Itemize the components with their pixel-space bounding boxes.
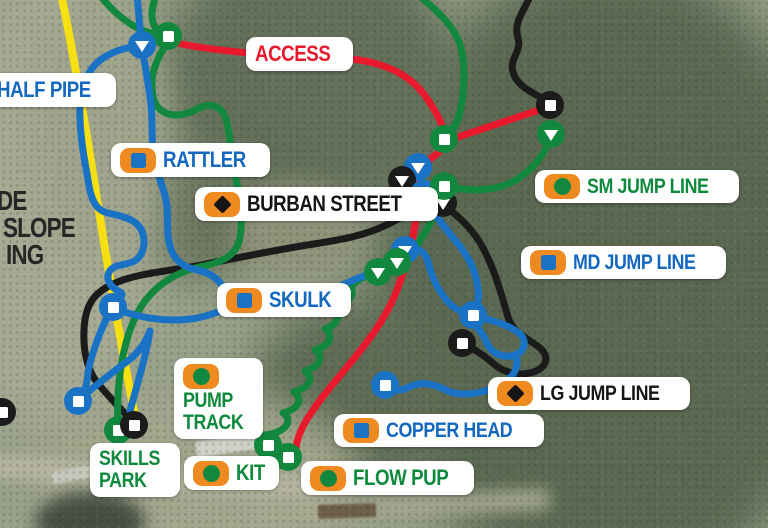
green-circle-glyph <box>319 469 337 487</box>
black-diamond-glyph <box>505 384 525 403</box>
black-diamond-difficulty-icon <box>204 191 240 217</box>
blue-square-difficulty-icon <box>226 287 262 313</box>
trail-marker-green-square-icon <box>430 125 458 153</box>
trail-label-burban-street: BURBAN STREET <box>195 187 438 221</box>
trail-label-text: FLOW PUP <box>353 465 449 490</box>
square-glyph <box>72 395 84 407</box>
square-glyph <box>112 424 124 436</box>
trail-label-access: ACCESS <box>246 37 353 71</box>
green-circle-glyph <box>192 368 210 385</box>
trail-label-text: RATTLER <box>163 147 246 172</box>
trail-label-text: SM JUMP LINE <box>587 174 709 198</box>
square-glyph <box>262 439 274 451</box>
trail-label-text: SKILLS <box>99 447 160 470</box>
triangle-glyph <box>135 40 149 52</box>
green-circle-difficulty-icon <box>183 364 219 389</box>
square-glyph <box>467 309 479 321</box>
trail-label-sm-jump-line: SM JUMP LINE <box>535 170 739 203</box>
blue-square-difficulty-icon <box>120 147 156 173</box>
trail-label-copper-head: COPPER HEAD <box>334 414 544 447</box>
trail-marker-black-square-icon <box>536 91 564 119</box>
trail-label-kit: KIT <box>184 456 279 490</box>
trail-line-rattler-run <box>138 44 234 310</box>
trail-label-text: TRACK <box>183 410 244 434</box>
trail-label-text: SKULK <box>269 287 332 312</box>
trail-label-text: COPPER HEAD <box>386 418 513 442</box>
triangle-glyph <box>371 267 385 279</box>
trail-label-md-jump-line: MD JUMP LINE <box>521 246 727 279</box>
trail-marker-blue-square-icon <box>371 371 399 399</box>
blue-square-difficulty-icon <box>343 418 379 443</box>
square-glyph <box>456 337 468 349</box>
square-glyph <box>128 419 140 431</box>
trail-label-flow-pup: FLOW PUP <box>301 461 475 495</box>
trail-marker-blue-square-icon <box>64 387 92 415</box>
trail-label-lg-jump-line: LG JUMP LINE <box>488 377 690 410</box>
triangle-glyph <box>390 257 404 269</box>
trail-marker-green-square-icon <box>430 172 458 200</box>
square-glyph <box>438 180 450 192</box>
green-circle-difficulty-icon <box>544 174 580 199</box>
trail-label-text: BURBAN STREET <box>247 191 402 216</box>
trail-label-text: PARK <box>99 468 147 492</box>
green-circle-difficulty-icon <box>310 465 346 491</box>
trail-label-half-pipe: HALF PIPE <box>0 73 117 107</box>
triangle-glyph <box>411 162 425 174</box>
trail-marker-green-square-icon <box>154 22 182 50</box>
blue-square-glyph <box>353 423 369 438</box>
trail-line-access-branch <box>442 103 552 145</box>
trail-line-sm-jump-run <box>443 134 554 194</box>
trail-label-text: HALF PIPE <box>0 77 91 102</box>
triangle-glyph <box>544 129 558 141</box>
trail-label-skulk: SKULK <box>217 283 352 317</box>
black-diamond-glyph <box>212 194 232 214</box>
trail-marker-blue-square-icon <box>99 293 127 321</box>
trail-label-text: KIT <box>236 460 265 485</box>
trail-line-burban-upper <box>508 0 552 106</box>
green-circle-difficulty-icon <box>193 460 229 486</box>
square-glyph <box>379 379 391 391</box>
square-glyph <box>0 406 8 418</box>
trail-line-blue-skills-b <box>126 327 154 415</box>
blue-square-difficulty-icon <box>530 250 566 275</box>
trail-line-green-right <box>418 0 468 140</box>
trail-marker-blue-square-icon <box>459 301 487 329</box>
trail-label-text: PUMP <box>183 389 233 412</box>
trail-label-text: ACCESS <box>255 41 331 66</box>
trail-marker-blue-triangle-icon <box>128 31 156 59</box>
square-glyph <box>282 451 294 463</box>
trail-marker-green-triangle-icon <box>537 120 565 148</box>
green-circle-glyph <box>553 178 571 195</box>
blue-square-glyph <box>236 292 252 308</box>
triangle-glyph <box>436 198 450 210</box>
trail-marker-green-triangle-icon <box>364 258 392 286</box>
trail-label-rattler: RATTLER <box>111 143 270 177</box>
triangle-glyph <box>395 175 409 187</box>
blue-square-glyph <box>130 152 146 168</box>
square-glyph <box>438 133 450 145</box>
blue-square-glyph <box>540 255 556 270</box>
square-glyph <box>107 301 119 313</box>
square-glyph <box>162 30 174 42</box>
trail-label-text: MD JUMP LINE <box>573 250 696 274</box>
trail-marker-black-square-icon <box>120 411 148 439</box>
trail-label-text: LG JUMP LINE <box>540 381 660 405</box>
square-glyph <box>544 99 556 111</box>
green-circle-glyph <box>202 464 220 482</box>
trail-line-lg-jump-loop <box>442 203 550 378</box>
trail-marker-black-square-icon <box>448 329 476 357</box>
trail-marker-black-square-icon <box>0 398 16 426</box>
black-diamond-difficulty-icon <box>497 381 533 406</box>
